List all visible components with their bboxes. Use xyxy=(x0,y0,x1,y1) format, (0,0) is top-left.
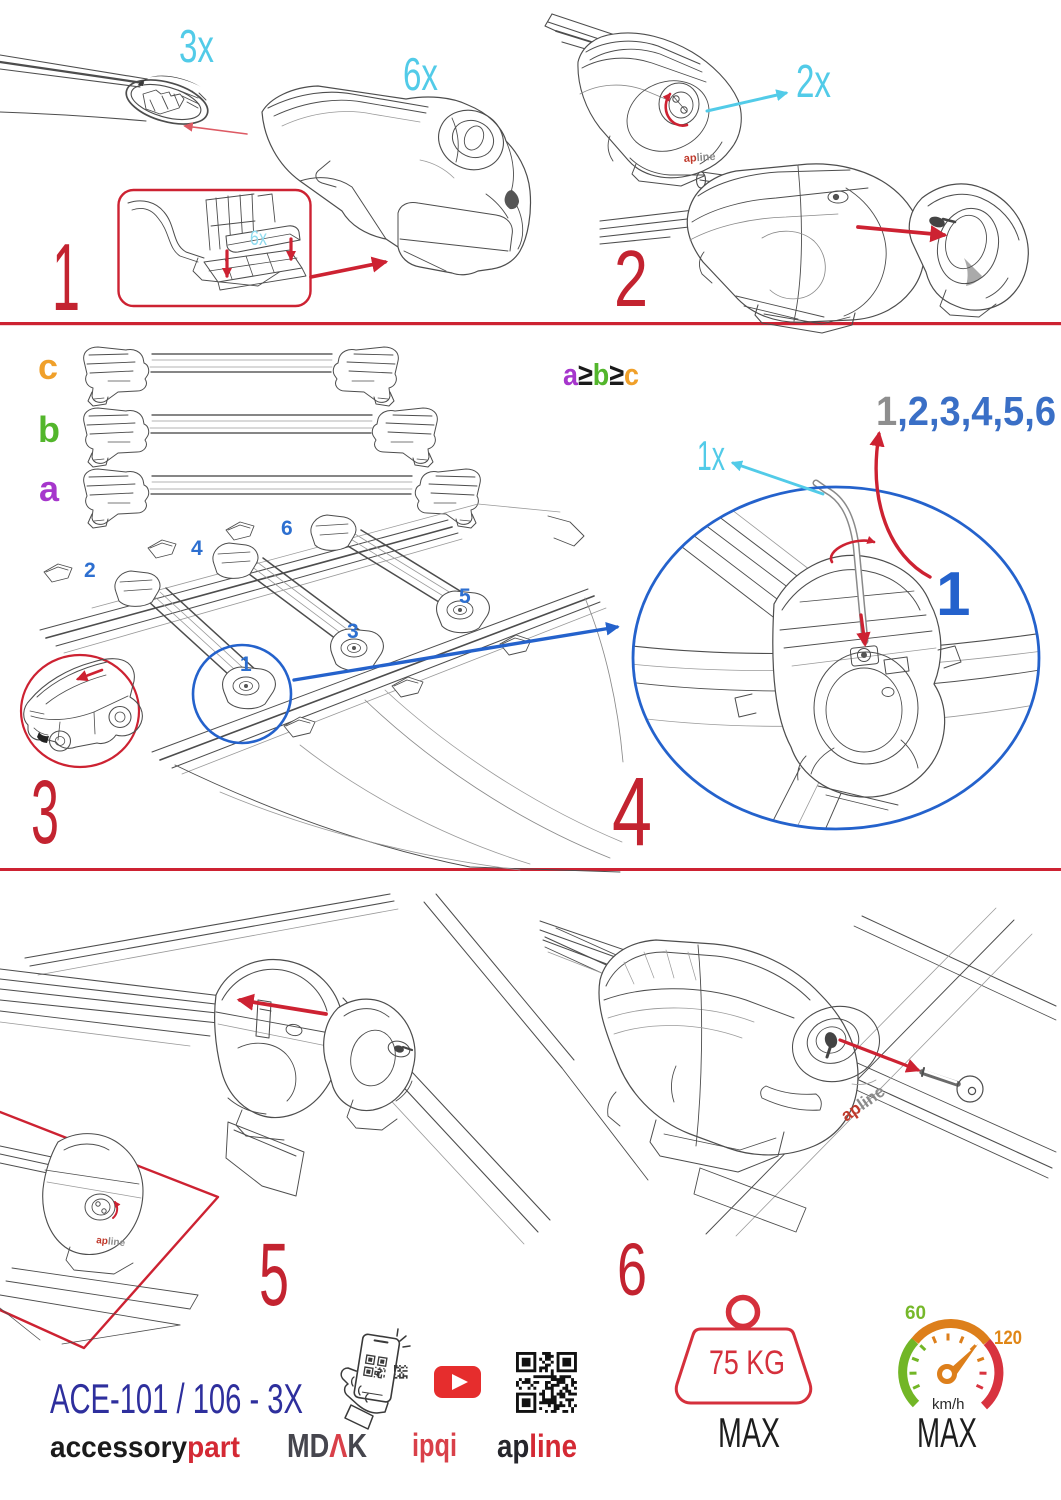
svg-text:1x: 1x xyxy=(697,432,725,479)
svg-text:apline: apline xyxy=(96,1235,126,1249)
svg-text:6: 6 xyxy=(281,517,293,540)
svg-text:2: 2 xyxy=(84,559,96,582)
svg-text:75 KG: 75 KG xyxy=(709,1344,785,1382)
svg-text:ipqi: ipqi xyxy=(412,1427,457,1463)
svg-text:4: 4 xyxy=(612,757,652,866)
svg-text:accessorypart: accessorypart xyxy=(50,1431,240,1464)
svg-text:120: 120 xyxy=(994,1328,1022,1349)
svg-text:b: b xyxy=(38,409,60,450)
svg-text:1: 1 xyxy=(240,653,252,676)
svg-text:3: 3 xyxy=(347,620,359,643)
svg-text:3: 3 xyxy=(31,763,59,863)
svg-text:1: 1 xyxy=(936,560,970,629)
svg-text:ACE-101 / 106 - 3X: ACE-101 / 106 - 3X xyxy=(50,1375,303,1422)
svg-text:6x: 6x xyxy=(403,48,438,100)
svg-text:5: 5 xyxy=(459,585,471,608)
svg-text:a≥b≥c: a≥b≥c xyxy=(563,357,639,392)
svg-text:km/h: km/h xyxy=(932,1396,965,1413)
svg-text:MAX: MAX xyxy=(917,1409,977,1456)
svg-text:5: 5 xyxy=(259,1224,289,1324)
svg-text:60: 60 xyxy=(905,1303,926,1324)
svg-text:6: 6 xyxy=(617,1228,647,1311)
svg-text:4: 4 xyxy=(191,537,203,560)
svg-text:1: 1 xyxy=(52,224,80,331)
svg-text:2x: 2x xyxy=(796,55,831,107)
svg-text:a: a xyxy=(39,468,60,509)
svg-text:1,2,3,4,5,6: 1,2,3,4,5,6 xyxy=(876,388,1056,434)
svg-text:apline: apline xyxy=(683,151,716,165)
svg-text:c: c xyxy=(38,346,58,387)
svg-text:apline: apline xyxy=(497,1428,577,1464)
svg-text:3x: 3x xyxy=(179,20,214,72)
svg-text:6x: 6x xyxy=(250,227,267,250)
svg-text:MDΛK: MDΛK xyxy=(287,1427,367,1464)
svg-text:MAX: MAX xyxy=(718,1409,780,1456)
svg-text:2: 2 xyxy=(614,234,648,323)
